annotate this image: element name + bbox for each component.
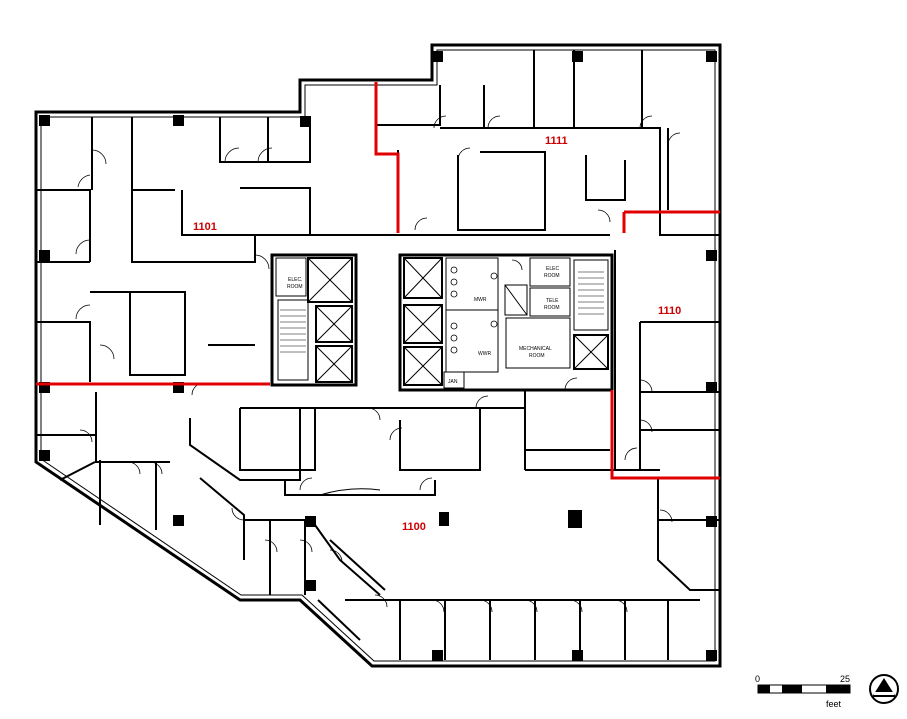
room-label-mwr: MWR bbox=[474, 297, 487, 303]
scale-start-label: 0 bbox=[755, 674, 760, 684]
room-label-wwr: WWR bbox=[478, 351, 491, 357]
room-label-elec-left-2: ROOM bbox=[287, 284, 303, 290]
north-arrow-icon bbox=[869, 674, 899, 704]
room-label-elec-left-1: ELEC. bbox=[288, 277, 302, 283]
restroom-fixtures bbox=[450, 266, 498, 354]
scale-end-label: 25 bbox=[840, 674, 850, 684]
room-label-mechanical-2: ROOM bbox=[529, 353, 545, 359]
door-swings bbox=[75, 115, 681, 613]
interior-partitions bbox=[36, 50, 720, 660]
structural-columns bbox=[39, 51, 717, 661]
room-label-elec-right-2: ROOM bbox=[544, 273, 560, 279]
suite-boundaries bbox=[36, 82, 720, 480]
room-label-elec-right-1: ELEC bbox=[546, 266, 559, 272]
stair-treads bbox=[280, 271, 604, 353]
exterior-walls bbox=[34, 43, 722, 668]
suite-label-1110: 1110 bbox=[658, 305, 681, 317]
window-mullions bbox=[40, 49, 716, 662]
room-label-tele-2: ROOM bbox=[544, 305, 560, 311]
room-label-mechanical-1: MECHANICAL bbox=[519, 346, 552, 352]
building-core bbox=[270, 253, 614, 392]
suite-label-1100: 1100 bbox=[402, 521, 426, 533]
scale-unit-label: feet bbox=[826, 699, 842, 709]
room-label-tele-1: TELE bbox=[546, 298, 559, 304]
suite-label-1111: 1111 bbox=[545, 135, 568, 147]
suite-label-1101: 1101 bbox=[193, 221, 217, 233]
scale-bar: 0 25 feet bbox=[755, 674, 851, 709]
room-label-jan: JAN bbox=[448, 379, 458, 385]
